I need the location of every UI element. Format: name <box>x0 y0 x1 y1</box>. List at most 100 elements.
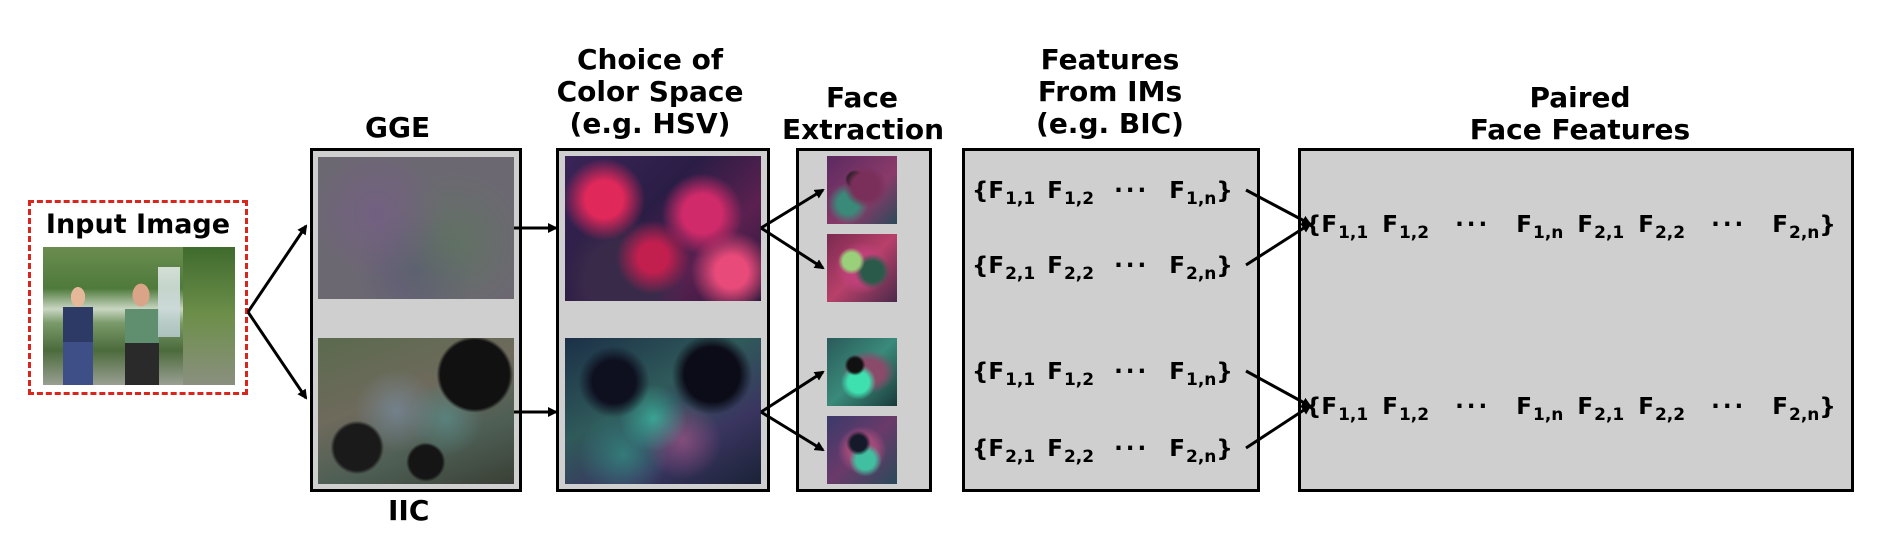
feature-symbol: F <box>1382 394 1398 420</box>
gge-image <box>318 157 514 299</box>
header-features-line-3: (e.g. BIC) <box>1036 107 1184 140</box>
header-face-extraction-line-2: Extraction <box>782 113 945 146</box>
header-face-extraction: Face Extraction <box>782 81 945 146</box>
feature-close-brace: } <box>1216 359 1233 385</box>
feature-index: 1,n <box>1533 405 1564 425</box>
feature-symbol: F <box>1516 212 1532 238</box>
input-image-label: Input Image <box>45 209 231 240</box>
header-paired-line-2: Face Features <box>1469 113 1691 146</box>
feature-symbol: F <box>1772 394 1789 420</box>
arrow-feat-row1-to-paired <box>1245 188 1312 226</box>
feature-symbol: F <box>1169 436 1185 462</box>
features-panel <box>962 148 1260 492</box>
feature-index: 2,1 <box>1594 223 1625 243</box>
feature-symbol: F <box>988 253 1005 279</box>
feature-index: 2,n <box>1789 223 1820 243</box>
header-iic: IIC <box>388 494 430 527</box>
header-color-space-line-1: Choice of <box>576 43 724 76</box>
iic-image <box>318 338 514 484</box>
header-gge: GGE <box>365 111 431 144</box>
arrow-feat-row2-to-paired <box>1245 222 1312 267</box>
header-face-extraction-line-1: Face <box>826 81 898 114</box>
feature-ellipsis: ··· <box>1711 394 1747 420</box>
feature-ellipsis: ··· <box>1711 212 1747 238</box>
paired-close-brace: } <box>1819 212 1836 238</box>
feature-ellipsis: ··· <box>1455 394 1491 420</box>
input-image-box: Input Image <box>28 200 248 395</box>
feature-ellipsis: ··· <box>1114 436 1150 462</box>
feature-symbol: F <box>1321 212 1338 238</box>
feature-index: 1,2 <box>1398 223 1430 243</box>
feature-index: 1,n <box>1186 370 1217 390</box>
feature-symbol: F <box>988 178 1005 204</box>
feature-symbol: F <box>1047 436 1063 462</box>
feature-index: 2,1 <box>1005 447 1036 467</box>
feature-symbol: F <box>1169 359 1185 385</box>
feature-symbol: F <box>988 436 1005 462</box>
feature-index: 1,2 <box>1063 189 1095 209</box>
header-features-line-1: Features <box>1040 43 1180 76</box>
hsv-image-bottom <box>565 338 761 484</box>
arrow-hsv-to-face-2 <box>760 226 825 270</box>
feature-symbol: F <box>1772 212 1789 238</box>
arrow-feat-row3-to-paired <box>1245 369 1312 408</box>
feature-index: 2,2 <box>1063 447 1095 467</box>
feature-index: 2,n <box>1186 264 1217 284</box>
feature-symbol: F <box>1577 212 1594 238</box>
feature-index: 1,1 <box>1005 370 1036 390</box>
feature-close-brace: } <box>1216 253 1233 279</box>
hsv-image-top <box>565 156 761 301</box>
feature-open-brace: { <box>972 178 989 204</box>
feature-symbol: F <box>1047 253 1063 279</box>
feature-symbol: F <box>1047 178 1063 204</box>
feature-index: 2,n <box>1789 405 1820 425</box>
feature-index: 1,2 <box>1063 370 1095 390</box>
feature-index: 2,1 <box>1594 405 1625 425</box>
feature-index: 1,n <box>1533 223 1564 243</box>
header-features-line-2: From IMs <box>1037 75 1183 108</box>
arrow-hsv-to-face-3 <box>760 370 825 414</box>
feature-ellipsis: ··· <box>1114 178 1150 204</box>
feature-symbol: F <box>1047 359 1063 385</box>
arrow-input-to-iic <box>246 311 308 400</box>
feature-close-brace: } <box>1216 436 1233 462</box>
feature-open-brace: { <box>972 253 989 279</box>
face-crop-4 <box>827 416 897 484</box>
feature-index: 1,n <box>1186 189 1217 209</box>
feature-symbol: F <box>1321 394 1338 420</box>
feature-ellipsis: ··· <box>1455 212 1491 238</box>
feature-symbol: F <box>1638 212 1654 238</box>
feature-close-brace: } <box>1216 178 1233 204</box>
feature-index: 2,2 <box>1654 223 1686 243</box>
paired-features-panel <box>1298 148 1854 492</box>
feature-symbol: F <box>988 359 1005 385</box>
feature-symbol: F <box>1169 253 1185 279</box>
feature-open-brace: { <box>972 436 989 462</box>
header-color-space-line-3: (e.g. HSV) <box>569 107 731 140</box>
feature-index: 2,n <box>1186 447 1217 467</box>
header-paired: Paired Face Features <box>1440 82 1720 146</box>
feature-ellipsis: ··· <box>1114 253 1150 279</box>
feature-open-brace: { <box>972 359 989 385</box>
paired-close-brace: } <box>1819 394 1836 420</box>
header-features: Features From IMs (e.g. BIC) <box>1005 44 1215 140</box>
arrow-hsv-to-face-1 <box>760 188 825 230</box>
feature-ellipsis: ··· <box>1114 359 1150 385</box>
header-color-space-line-2: Color Space <box>556 75 744 108</box>
feature-symbol: F <box>1577 394 1594 420</box>
feature-index: 1,2 <box>1398 405 1430 425</box>
face-crop-2 <box>827 234 897 302</box>
feature-index: 1,1 <box>1338 223 1369 243</box>
feature-symbol: F <box>1169 178 1185 204</box>
face-crop-3 <box>827 338 897 406</box>
feature-symbol: F <box>1382 212 1398 238</box>
arrow-feat-row4-to-paired <box>1245 404 1312 450</box>
header-paired-line-1: Paired <box>1529 81 1631 114</box>
feature-symbol: F <box>1638 394 1654 420</box>
input-photo <box>43 247 235 385</box>
